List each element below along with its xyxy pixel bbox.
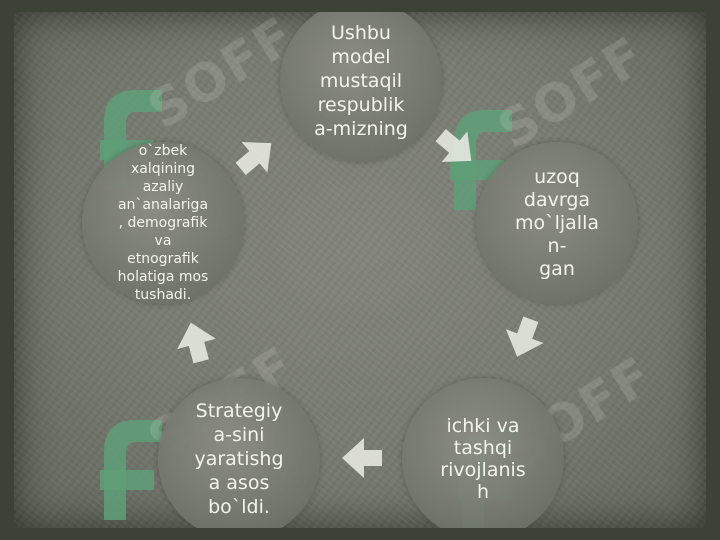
cycle-node-text: Ushbu model mustaqil respublik a-mizning <box>314 22 408 140</box>
cycle-node-text: Strategiy a-sini yaratishg a asos bo`ldi… <box>194 400 284 518</box>
arrow-icon <box>235 141 272 175</box>
cycle-node-text: ichki va tashqi rivojlanis h <box>440 415 526 503</box>
cycle-node-right: uzoq davrga mo`ljalla n- gan <box>476 142 638 304</box>
logo-icon <box>100 420 162 520</box>
cycle-node-text: o`zbek xalqining azaliy an`analariga , d… <box>117 143 209 303</box>
arrow-icon <box>505 316 544 357</box>
cycle-node-bottom-left: Strategiy a-sini yaratishg a asos bo`ldi… <box>158 378 320 528</box>
arrow-icon <box>177 322 216 364</box>
slide: SOFF SOFF SOFF SOFF Ushbu model mustaqil… <box>14 12 706 528</box>
cycle-node-top: Ushbu model mustaqil respublik a-mizning <box>280 12 442 162</box>
cycle-node-text: uzoq davrga mo`ljalla n- gan <box>514 165 600 280</box>
arrow-icon <box>342 438 382 478</box>
cycle-node-left: o`zbek xalqining azaliy an`analariga , d… <box>82 142 244 304</box>
cycle-node-bottom-right: ichki va tashqi rivojlanis h <box>402 378 564 528</box>
arrow-icon <box>435 129 472 163</box>
watermark: SOFF <box>96 335 306 526</box>
watermark-text: SOFF <box>488 25 657 162</box>
